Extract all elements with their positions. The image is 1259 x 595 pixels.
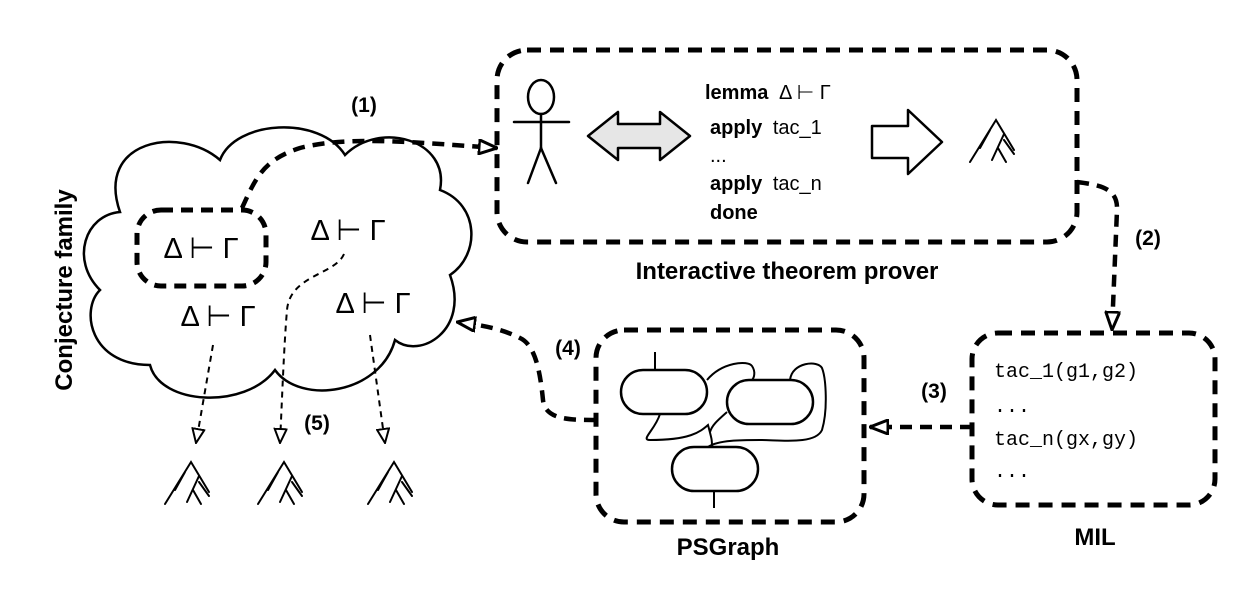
- step-1-label: (1): [351, 94, 377, 117]
- conjecture-3[interactable]: Δ ⊢ Γ: [180, 301, 255, 333]
- conjecture-2[interactable]: Δ ⊢ Γ: [310, 215, 385, 247]
- psgraph-label: PSGraph: [677, 534, 780, 561]
- double-arrow-icon[interactable]: [586, 110, 692, 162]
- proof-tree-icon: [164, 461, 210, 505]
- arrow-1: [239, 138, 497, 209]
- step-5-label: (5): [304, 412, 330, 435]
- apply-line-1: apply tac_1: [710, 117, 822, 139]
- ellipsis-line: ...: [710, 145, 727, 167]
- done-line: done: [710, 202, 758, 224]
- stick-figure-icon: [512, 78, 571, 185]
- conjecture-family-label: Conjecture family: [51, 189, 78, 391]
- proof-tree-icon: [257, 461, 303, 505]
- arrow-4: [457, 322, 597, 423]
- mil-line-2: ...: [994, 396, 1030, 419]
- proof-tree-icon: [367, 461, 413, 505]
- itp-box: [494, 47, 1080, 245]
- mil-label: MIL: [1074, 524, 1115, 551]
- conjecture-cloud: [82, 126, 473, 399]
- psgraph-diagram: [619, 352, 827, 508]
- arrow-5a: [196, 344, 214, 443]
- arrow-5b: [280, 253, 345, 443]
- selected-conjecture-box[interactable]: [134, 207, 269, 289]
- right-arrow-icon: [870, 108, 944, 176]
- conjecture-1[interactable]: Δ ⊢ Γ: [163, 233, 238, 265]
- mil-box: [969, 330, 1218, 508]
- step-3-label: (3): [921, 380, 947, 403]
- step-4-label: (4): [555, 337, 581, 360]
- conjecture-4[interactable]: Δ ⊢ Γ: [335, 288, 410, 320]
- mil-line-4: ...: [994, 461, 1030, 484]
- mil-line-1: tac_1(g1,g2): [994, 361, 1138, 384]
- psgraph-box: [593, 327, 867, 525]
- lemma-line: lemma Δ ⊢ Γ: [705, 82, 831, 104]
- itp-label: Interactive theorem prover: [636, 258, 939, 285]
- step-2-label: (2): [1135, 227, 1161, 250]
- arrow-2: [1076, 179, 1117, 330]
- arrow-5c: [369, 334, 385, 443]
- mil-line-3: tac_n(gx,gy): [994, 429, 1138, 452]
- proof-tree-icon: [969, 119, 1015, 163]
- apply-line-2: apply tac_n: [710, 173, 822, 195]
